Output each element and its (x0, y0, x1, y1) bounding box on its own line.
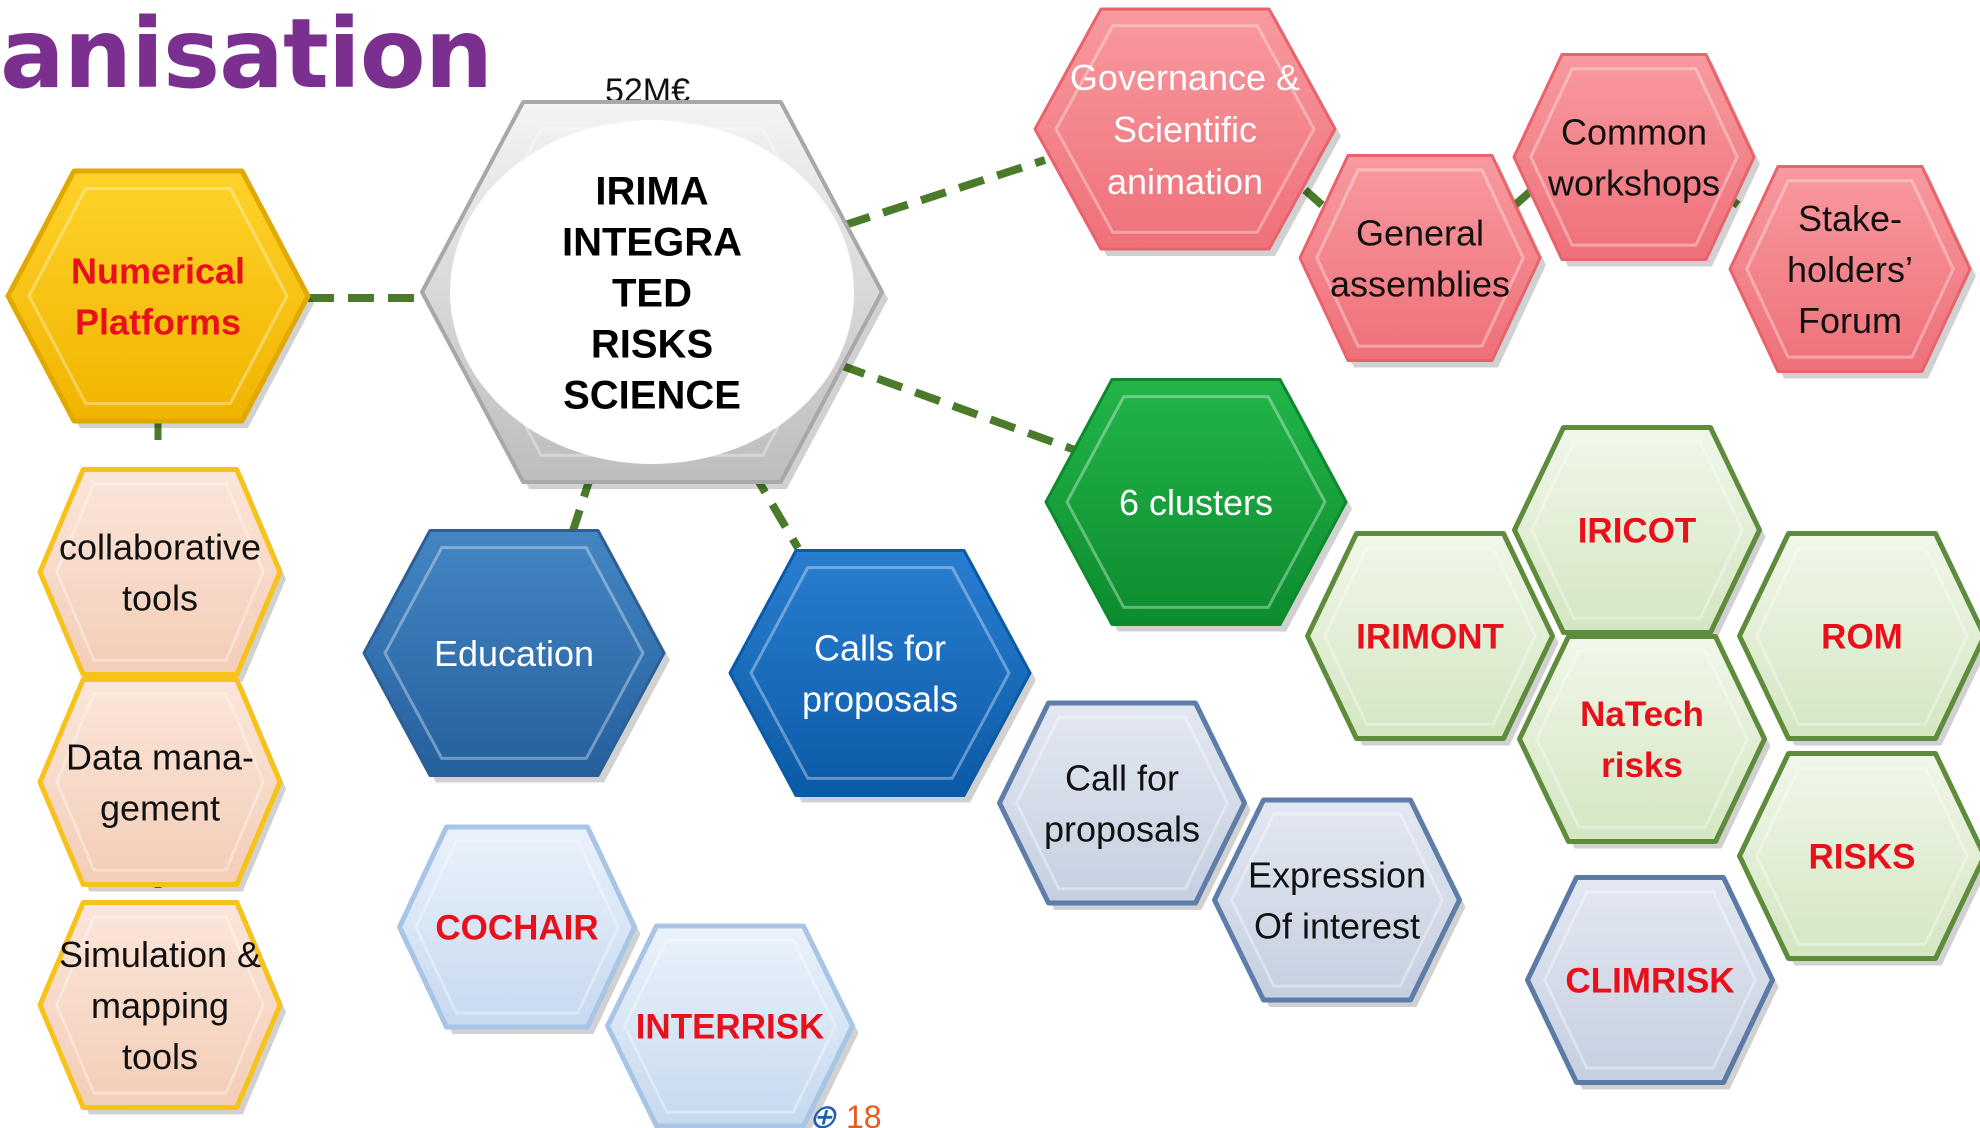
general-assemblies-hexagon: General assemblies (1298, 154, 1546, 368)
interrisk-hexagon: INTERRISK (605, 923, 859, 1128)
numerical-platforms-hexagon-label: Platforms (75, 301, 241, 342)
center-hexagon-label: INTEGRA (562, 220, 742, 264)
clusters-hexagon-label: 6 clusters (1119, 482, 1273, 523)
governance-hexagon-label: Governance & (1070, 57, 1300, 98)
call-for-proposals-hexagon: Call for proposals (997, 700, 1251, 910)
collaborative-tools-hexagon: collaborative tools (37, 467, 286, 682)
center-hexagon-label: IRIMA (595, 169, 708, 213)
call-for-proposals-hexagon-label: proposals (1044, 808, 1200, 849)
stakeholders-forum-hexagon-label: Stake- (1798, 198, 1902, 239)
data-management-hexagon-label: Data mana- (66, 736, 254, 777)
cochair-hexagon: COCHAIR (397, 824, 641, 1034)
risks-hexagon: RISKS (1737, 751, 1980, 966)
page-title: anisation (0, 0, 493, 110)
common-workshops-hexagon-label: Common (1561, 111, 1707, 152)
call-for-proposals-hexagon-label: Call for (1065, 757, 1179, 798)
clusters-hexagon: 6 clusters (1044, 378, 1352, 632)
climrisk-hexagon: CLIMRISK (1525, 875, 1779, 1090)
connector-clusters (838, 361, 1077, 454)
cochair-hexagon-label: COCHAIR (435, 909, 598, 948)
governance-hexagon: Governance & Scientific animation (1033, 7, 1341, 256)
natech-risks-hexagon-label: risks (1601, 746, 1683, 785)
simulation-mapping-hexagon-label: Simulation & (59, 934, 261, 975)
governance-hexagon-label: animation (1107, 161, 1263, 202)
irimont-hexagon: IRIMONT (1305, 531, 1559, 746)
general-assemblies-hexagon-label: assemblies (1330, 263, 1510, 304)
common-workshops-hexagon: Common workshops (1512, 53, 1760, 267)
svg-text:18: 18 (846, 1099, 882, 1128)
calls-for-proposals-hexagon: Calls for proposals (728, 549, 1036, 803)
center-hexagon: IRIMA INTEGRA TED RISKS SCIENCE (420, 100, 888, 489)
calls-for-proposals-hexagon-label: proposals (802, 678, 958, 719)
natech-risks-hexagon-label: NaTech (1580, 695, 1704, 734)
iricot-hexagon-label: IRICOT (1578, 512, 1697, 551)
common-workshops-hexagon-label: workshops (1547, 162, 1720, 203)
svg-text:⊕: ⊕ (808, 1098, 837, 1128)
stakeholders-forum-hexagon-label: Forum (1798, 300, 1902, 341)
data-management-hexagon-label: gement (100, 787, 220, 828)
rom-hexagon: ROM (1737, 531, 1980, 746)
natech-risks-hexagon: NaTech risks (1517, 634, 1771, 849)
governance-hexagon-label: Scientific (1113, 109, 1257, 150)
education-hexagon-label: Education (434, 633, 594, 674)
collaborative-tools-hexagon-label: tools (122, 577, 198, 618)
expression-of-interest-hexagon: Expression Of interest (1212, 797, 1466, 1007)
stakeholders-forum-hexagon: Stake-holders’ Forum (1728, 165, 1976, 379)
expression-of-interest-hexagon-label: Expression (1248, 854, 1426, 895)
general-assemblies-hexagon-label: General (1356, 212, 1484, 253)
center-hexagon-label: SCIENCE (563, 373, 741, 417)
rom-hexagon-label: ROM (1821, 618, 1903, 657)
climrisk-hexagon-label: CLIMRISK (1565, 962, 1734, 1001)
calls-for-proposals-hexagon-label: Calls for (814, 627, 946, 668)
logo-icon: ⊕ 18 (808, 1098, 882, 1128)
education-hexagon: Education (362, 529, 670, 783)
simulation-mapping-hexagon-label: mapping (91, 985, 229, 1026)
interrisk-hexagon-label: INTERRISK (636, 1008, 825, 1047)
simulation-mapping-hexagon-label: tools (122, 1036, 198, 1077)
center-hexagon-label: RISKS (591, 322, 713, 366)
irimont-hexagon-label: IRIMONT (1356, 618, 1504, 657)
simulation-mapping-hexagon: Simulation & mapping tools (37, 900, 286, 1115)
collaborative-tools-hexagon-label: collaborative (59, 526, 261, 567)
iricot-hexagon: IRICOT (1512, 425, 1766, 640)
numerical-platforms-hexagon-label: Numerical (71, 250, 245, 291)
stakeholders-forum-hexagon-label: holders’ (1787, 249, 1913, 290)
center-hexagon-label: TED (612, 271, 692, 315)
data-management-hexagon: Data mana-gement (37, 677, 286, 892)
risks-hexagon-label: RISKS (1809, 838, 1916, 877)
connector-governance-assemblies (1302, 187, 1325, 208)
connector-governance (843, 156, 1047, 229)
expression-of-interest-hexagon-label: Of interest (1254, 905, 1420, 946)
